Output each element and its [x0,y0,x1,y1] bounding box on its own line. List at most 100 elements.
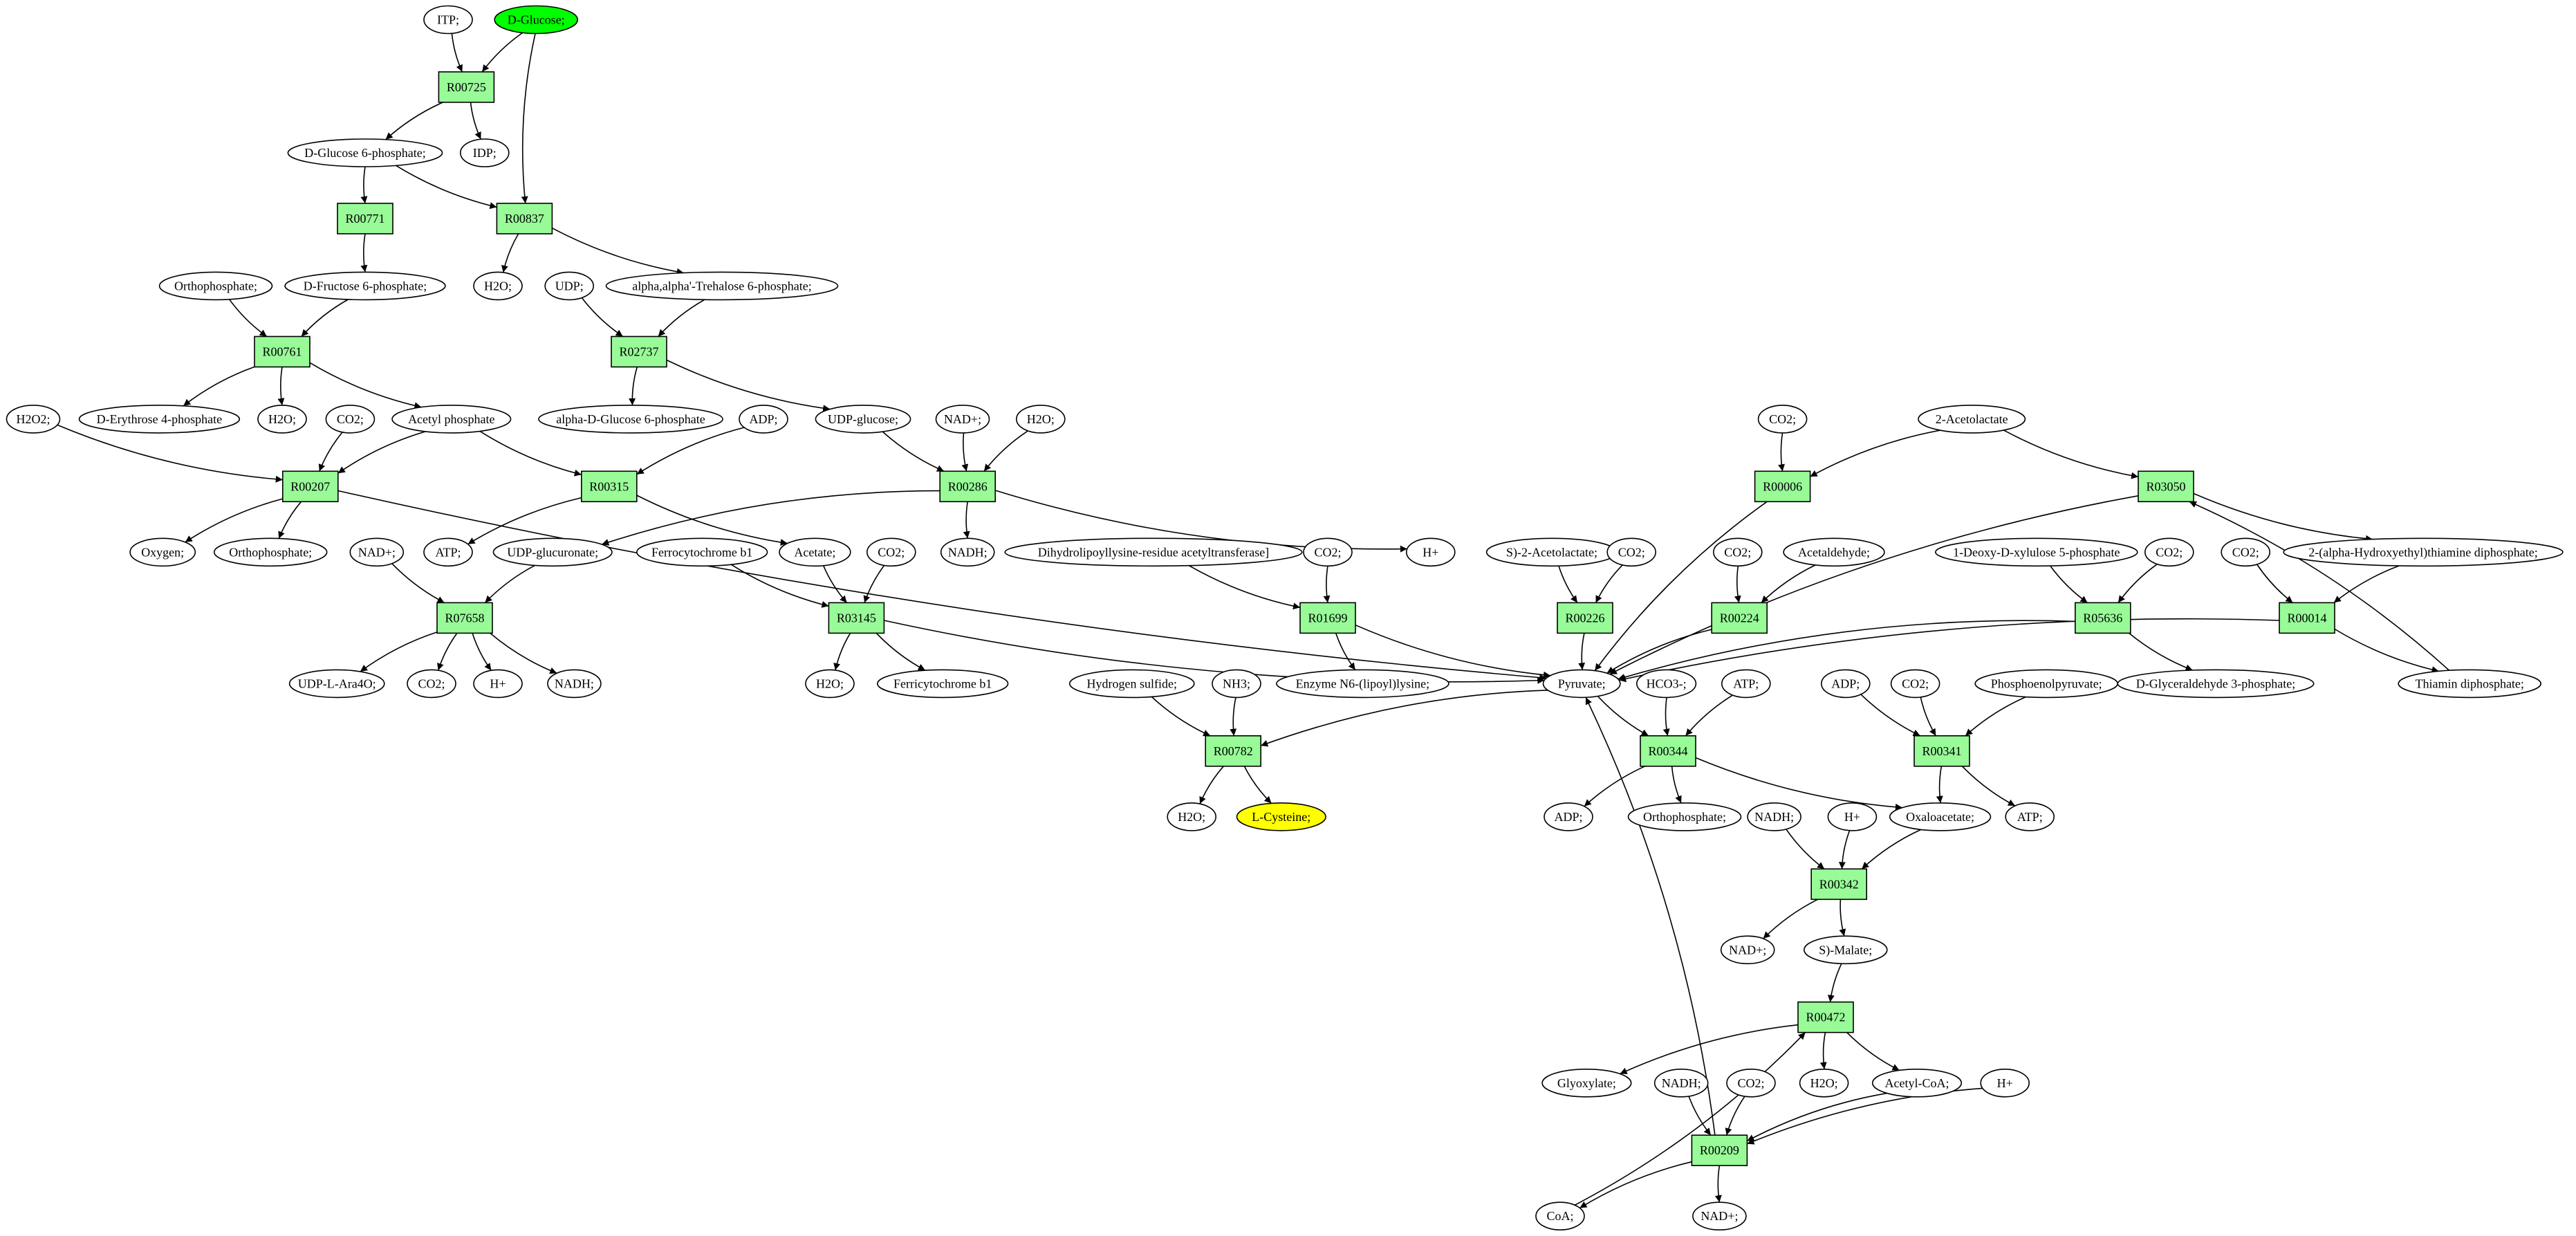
compound-node-nadh3: NADH; [1747,802,1801,831]
edge-r00344-to-oxaloacetate [1695,757,1902,811]
edge-r00344-to-ortho3 [1671,766,1682,804]
edge-deoxyxylulose-to-r05636 [2050,565,2088,604]
reaction-box [580,470,638,503]
reaction-node-r00837: R00837 [496,203,553,234]
node-label: Glyoxylate; [1557,1076,1616,1090]
node-label: R01699 [1308,611,1347,625]
node-label: R05636 [2083,611,2122,625]
compound-node-atp1: ATP; [423,537,473,567]
compound-node-adp3: ADP; [1544,802,1593,831]
reaction-box [281,470,339,503]
reaction-node-r00286: R00286 [939,470,996,503]
edge-r00472-to-glyoxylate [1620,1024,1799,1075]
reaction-box [2075,602,2131,634]
edge-sacetolactate-to-r00226 [1558,565,1578,603]
edge-co2-5-to-r00006 [1778,432,1785,472]
edge-r00224-to-pyruvate [1606,629,1712,674]
compound-node-co2-10: CO2; [1890,669,1940,699]
reaction-node-r00209: R00209 [1691,1134,1748,1166]
compound-ellipse [407,669,456,699]
compound-ellipse [1799,1069,1849,1098]
node-label: IDP; [473,146,497,160]
compound-node-df6p: D-Fructose 6-phosphate; [284,271,446,301]
edge-r00782-to-h2o-5 [1199,766,1224,804]
node-label: NADH; [948,545,988,559]
compound-ellipse [876,669,1009,699]
compound-ellipse [1935,537,2138,567]
compound-ellipse [78,405,241,434]
edge-pep-to-r00341 [1965,696,2026,737]
node-label: D-Glyceraldehyde 3-phosphate; [2136,676,2295,690]
compound-ellipse [473,669,523,699]
node-label: D-Glucose; [508,13,565,27]
edge-r00342-to-smalate [1839,899,1846,937]
edge-r01699-to-enzymen6 [1335,633,1356,670]
compound-node-trehalose6p: alpha,alpha'-Trehalose 6-phosphate; [605,271,839,301]
compound-ellipse [1068,669,1195,699]
node-label: H2O; [1810,1076,1838,1090]
reaction-box [2138,470,2194,503]
compound-node-ferrocyt: Ferrocytochrome b1 [636,537,768,567]
compound-node-h2o-6: H2O; [1799,1069,1849,1098]
node-label: CO2; [337,412,364,426]
compound-ellipse [779,537,851,567]
edge-co2-3-to-r01699 [1323,566,1331,603]
edge-ferrocyt-to-r03145 [730,564,829,608]
edge-r00226-to-pyruvate [1578,633,1586,670]
compound-node-hco3: HCO3-; [1636,669,1697,699]
compound-node-udpglucose: UDP-glucose; [815,405,911,434]
edge-co2-11-to-r00209 [1725,1096,1745,1136]
compound-node-h2o-4: H2O; [805,669,855,699]
compound-ellipse [423,5,473,35]
edge-r05636-to-pyruvate [1618,620,2075,681]
node-label: NADH; [1662,1076,1701,1090]
edge-co2-1-to-r00207 [318,432,343,472]
edge-acetolactate-to-r03050 [2003,430,2139,479]
edge-r00209-to-coa [1579,1161,1692,1209]
compound-node-idp: IDP; [459,138,510,167]
compound-ellipse [1406,537,1456,567]
compound-ellipse [1721,669,1771,699]
node-label: Dihydrolipoyllysine-residue acetyltransf… [1038,545,1269,559]
edge-dg6p-to-r00771 [360,166,368,204]
edge-r00837-to-h2o-1 [501,233,519,273]
reaction-node-r00315: R00315 [580,470,638,503]
node-label: R00006 [1763,479,1802,493]
compound-node-h2o-5: H2O; [1167,802,1216,831]
compound-node-dga3p: D-Glyceraldehyde 3-phosphate; [2117,669,2315,699]
compound-node-adg1p: alpha-D-Glucose 6-phosphate [538,405,723,434]
compound-node-acetolactate: 2-Acetolactate [1918,405,2026,434]
node-label: D-Fructose 6-phosphate; [304,279,427,293]
compound-ellipse [2144,537,2194,567]
compound-node-co2-7: CO2; [1713,537,1763,567]
edge-r00782-to-lcysteine [1243,766,1272,804]
edge-hydroxyethyl-to-r00014 [2333,565,2400,604]
compound-ellipse [1827,802,1878,831]
compound-node-coa: CoA; [1535,1201,1585,1230]
edge-pyruvate-to-r00782 [1260,690,1548,747]
compound-ellipse [1871,1069,1963,1098]
node-label: Hydrogen sulfide; [1087,676,1177,690]
compound-ellipse [1726,1069,1776,1098]
node-label: Oxygen; [141,545,184,559]
node-label: R00725 [447,80,486,94]
edge-dihydrolipoyl-to-r01699 [1189,565,1301,610]
compound-node-udpglucuronate: UDP-glucuronate; [492,537,613,567]
edge-acetate-to-r03145 [822,565,848,603]
reaction-node-r03145: R03145 [828,602,885,634]
reaction-node-r05636: R05636 [2075,602,2131,634]
compound-node-thiamin: Thiamin diphosphate; [2398,669,2541,699]
node-label: alpha-D-Glucose 6-phosphate [556,412,705,426]
compound-node-enzymen6: Enzyme N6-(lipoyl)lysine; [1276,669,1449,699]
compound-ellipse [1016,405,1066,434]
edge-trehalose6p-to-r02737 [658,299,705,338]
compound-node-glyoxylate: Glyoxylate; [1541,1069,1632,1098]
reaction-node-r00761: R00761 [254,335,311,368]
edge-hydrogensulfide-to-r00782 [1151,696,1211,737]
compound-node-co2-5: CO2; [1757,405,1808,434]
compound-node-nadp1: NAD+; [935,405,990,434]
edge-r01699-to-pyruvate [1355,624,1551,679]
edge-atp2-to-r00344 [1685,694,1733,737]
compound-ellipse [492,537,613,567]
